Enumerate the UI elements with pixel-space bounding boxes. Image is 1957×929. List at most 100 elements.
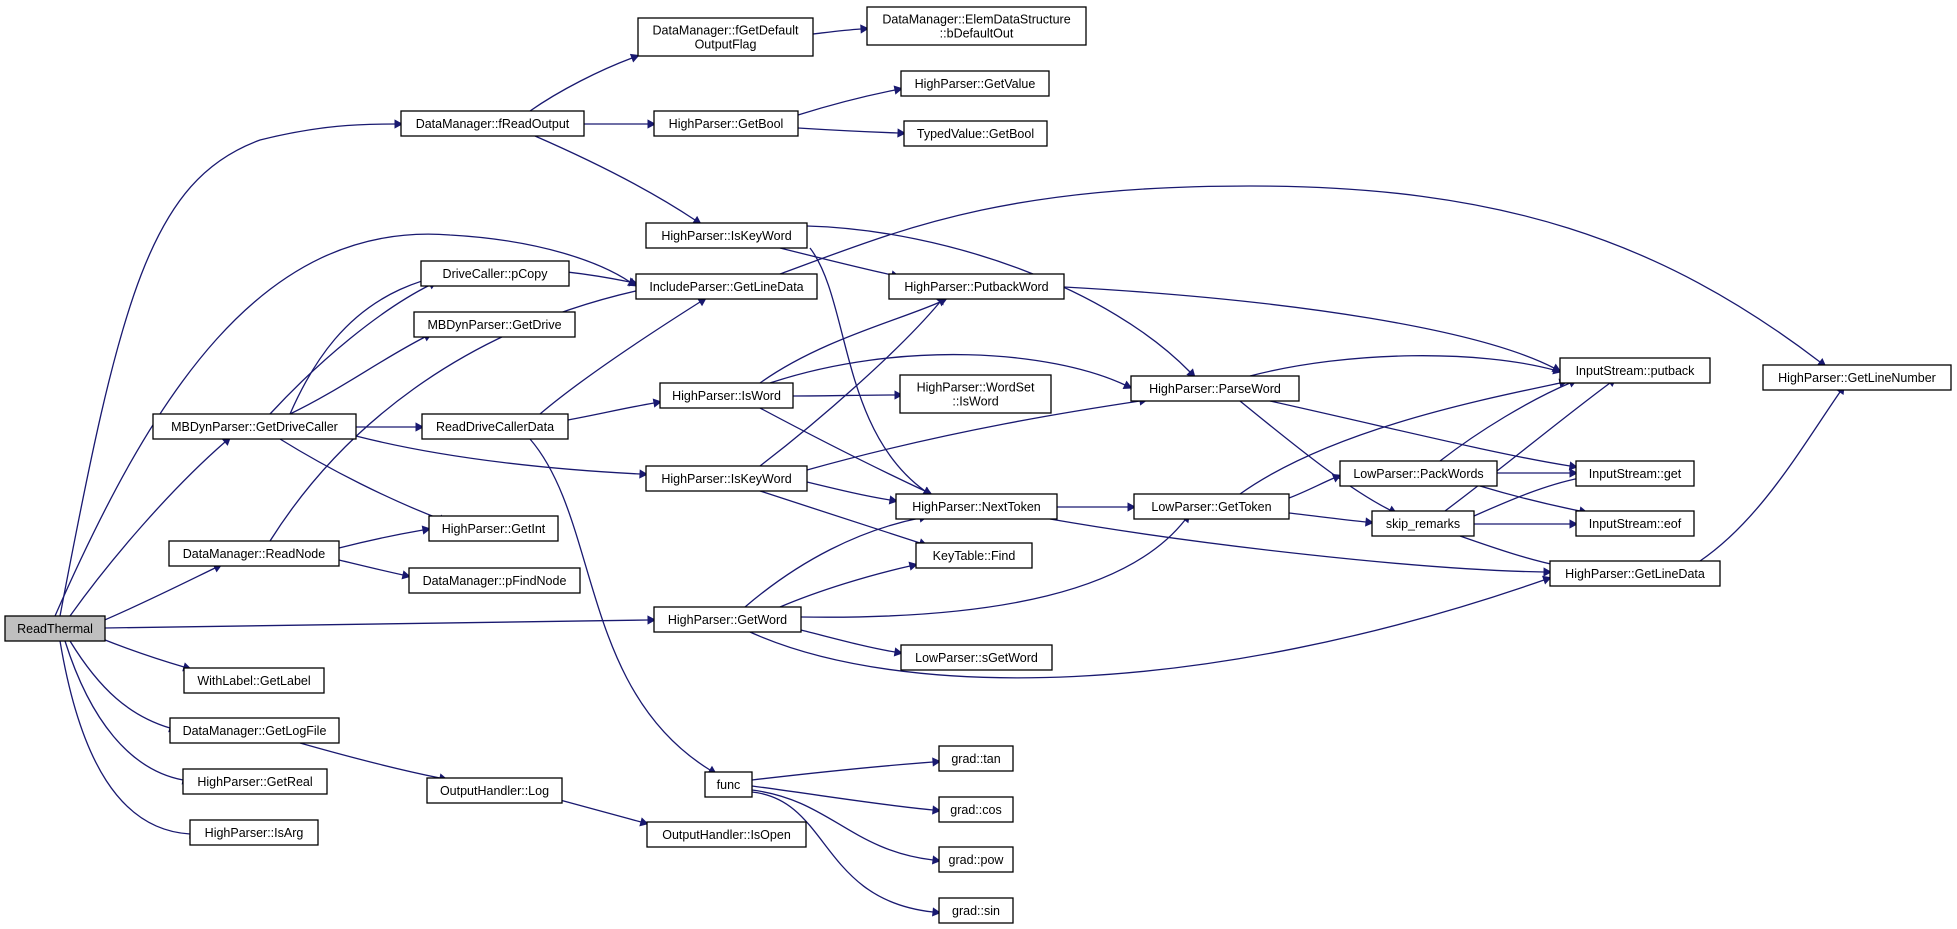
node-IP_GetLineData[interactable]: IncludeParser::GetLineData: [635, 273, 818, 300]
edge-line: [806, 400, 1141, 471]
edge-MBP_GetDriveCaller-to-HP_IsKeyWord2: [355, 435, 649, 479]
edge-MBP_GetDriveCaller-to-IP_GetLineData: [289, 268, 638, 415]
node-grad_cos[interactable]: grad::cos: [938, 796, 1014, 823]
node-HP_IsKeyWord2[interactable]: HighParser::IsKeyWord: [645, 465, 808, 492]
node-label: HighParser::GetBool: [669, 117, 784, 131]
node-box: [653, 606, 802, 633]
edge-line: [759, 301, 941, 384]
node-box: [4, 615, 106, 642]
node-func[interactable]: func: [704, 771, 753, 798]
node-LP_PackWords[interactable]: LowParser::PackWords: [1339, 460, 1498, 487]
edge-line: [1473, 477, 1581, 517]
node-IS_putback[interactable]: InputStream::putback: [1559, 357, 1711, 384]
node-DM_fReadOutput[interactable]: DataManager::fReadOutput: [400, 110, 585, 137]
node-HP_GetValue[interactable]: HighParser::GetValue: [900, 70, 1050, 97]
node-HP_IsWord[interactable]: HighParser::IsWord: [659, 382, 794, 409]
node-HP_GetBool[interactable]: HighParser::GetBool: [653, 110, 799, 137]
node-HP_ParseWord[interactable]: HighParser::ParseWord: [1130, 375, 1300, 402]
node-box: [866, 6, 1087, 46]
edge-line: [1063, 286, 1555, 369]
node-grad_pow[interactable]: grad::pow: [938, 846, 1014, 873]
node-HP_GetReal[interactable]: HighParser::GetReal: [182, 768, 328, 795]
node-ReadDriveCallerData[interactable]: ReadDriveCallerData: [421, 413, 569, 440]
edge-HP_IsWord-to-HP_WordSet_IsWord: [792, 390, 904, 400]
edge-ReadThermal-to-DM_GetLogFile: [69, 640, 178, 733]
edge-arrowhead: [893, 647, 903, 657]
edge-func-to-grad_cos: [751, 785, 942, 815]
node-MBP_GetDriveCaller[interactable]: MBDynParser::GetDriveCaller: [152, 413, 357, 440]
edge-line: [1269, 400, 1571, 467]
node-box: [938, 745, 1014, 772]
node-TV_GetBool[interactable]: TypedValue::GetBool: [903, 120, 1048, 147]
node-HP_NextToken[interactable]: HighParser::NextToken: [895, 493, 1058, 520]
edge-HP_GetLineData-to-HP_GetLineNumber: [1699, 385, 1845, 562]
edge-arrowhead: [647, 119, 657, 129]
node-HP_GetLineData[interactable]: HighParser::GetLineData: [1549, 560, 1721, 587]
edge-arrowhead: [908, 561, 918, 571]
edge-HP_ParseWord-to-IS_get: [1269, 400, 1578, 471]
node-LP_sGetWord[interactable]: LowParser::sGetWord: [900, 644, 1053, 671]
edge-DM_fReadOutput-to-HP_GetBool: [584, 119, 657, 129]
node-box: [182, 768, 328, 795]
edge-line: [1049, 518, 1545, 573]
node-HP_PutbackWord[interactable]: HighParser::PutbackWord: [888, 273, 1065, 300]
node-HP_GetInt[interactable]: HighParser::GetInt: [428, 515, 559, 542]
node-HP_GetLineNumber[interactable]: HighParser::GetLineNumber: [1762, 364, 1952, 391]
node-label: HighParser::GetValue: [915, 77, 1036, 91]
node-OH_IsOpen[interactable]: OutputHandler::IsOpen: [646, 821, 807, 848]
edge-func-to-grad_pow: [751, 789, 941, 865]
node-label: MBDynParser::GetDriveCaller: [171, 420, 338, 434]
node-box: [1575, 460, 1695, 487]
node-WL_GetLabel[interactable]: WithLabel::GetLabel: [183, 667, 325, 694]
node-label: OutputFlag: [695, 38, 757, 52]
node-HP_WordSet_IsWord[interactable]: HighParser::WordSet::IsWord: [899, 374, 1052, 414]
node-HP_GetWord[interactable]: HighParser::GetWord: [653, 606, 802, 633]
node-DM_ReadNode[interactable]: DataManager::ReadNode: [168, 540, 340, 567]
node-box: [938, 796, 1014, 823]
node-OH_Log[interactable]: OutputHandler::Log: [426, 777, 563, 804]
edge-arrowhead: [629, 53, 640, 63]
edge-arrowhead: [932, 907, 942, 917]
node-HP_IsKeyWord1[interactable]: HighParser::IsKeyWord: [645, 222, 808, 249]
edge-line: [54, 233, 631, 617]
node-KT_Find[interactable]: KeyTable::Find: [915, 542, 1033, 569]
node-box: [704, 771, 753, 798]
node-DM_EDS_bDefaultOut[interactable]: DataManager::ElemDataStructure::bDefault…: [866, 6, 1087, 46]
node-DC_pCopy[interactable]: DriveCaller::pCopy: [420, 260, 570, 287]
node-grad_tan[interactable]: grad::tan: [938, 745, 1014, 772]
edge-LP_PackWords-to-IS_eof: [1479, 485, 1588, 516]
node-IS_get[interactable]: InputStream::get: [1575, 460, 1695, 487]
node-grad_sin[interactable]: grad::sin: [938, 897, 1014, 924]
node-LP_GetToken[interactable]: LowParser::GetToken: [1133, 493, 1290, 520]
node-MBP_GetDrive[interactable]: MBDynParser::GetDrive: [413, 311, 576, 338]
node-IS_eof[interactable]: InputStream::eof: [1575, 510, 1695, 537]
edge-arrowhead: [860, 24, 870, 34]
edge-DM_fReadOutput-to-DM_fGetDefaultOutputFlag: [529, 53, 640, 112]
node-DM_pFindNode[interactable]: DataManager::pFindNode: [408, 567, 581, 594]
edge-line: [812, 28, 862, 35]
node-box: [900, 644, 1053, 671]
edge-arrowhead: [931, 855, 941, 865]
node-label: ::IsWord: [952, 395, 998, 409]
node-skip_remarks[interactable]: skip_remarks: [1371, 510, 1475, 537]
edge-line: [759, 407, 926, 492]
edge-line: [744, 517, 921, 608]
node-HP_IsArg[interactable]: HighParser::IsArg: [189, 819, 319, 846]
edge-layer: [54, 24, 1845, 917]
edge-HP_ParseWord-to-IS_putback: [1249, 355, 1562, 377]
edge-HP_GetWord-to-KT_Find: [779, 561, 918, 608]
node-label: grad::sin: [952, 904, 1000, 918]
edge-HP_IsKeyWord2-to-HP_NextToken: [806, 481, 898, 505]
node-DM_GetLogFile[interactable]: DataManager::GetLogFile: [169, 717, 340, 744]
node-label: OutputHandler::IsOpen: [662, 828, 791, 842]
edge-line: [338, 559, 404, 576]
node-label: HighParser::GetLineNumber: [1778, 371, 1936, 385]
edge-line: [751, 789, 934, 861]
node-label: KeyTable::Find: [933, 549, 1016, 563]
edge-line: [529, 57, 633, 112]
node-box: [428, 515, 559, 542]
node-ReadThermal[interactable]: ReadThermal: [4, 615, 106, 642]
edge-line: [299, 742, 441, 779]
node-label: HighParser::IsKeyWord: [661, 472, 791, 486]
